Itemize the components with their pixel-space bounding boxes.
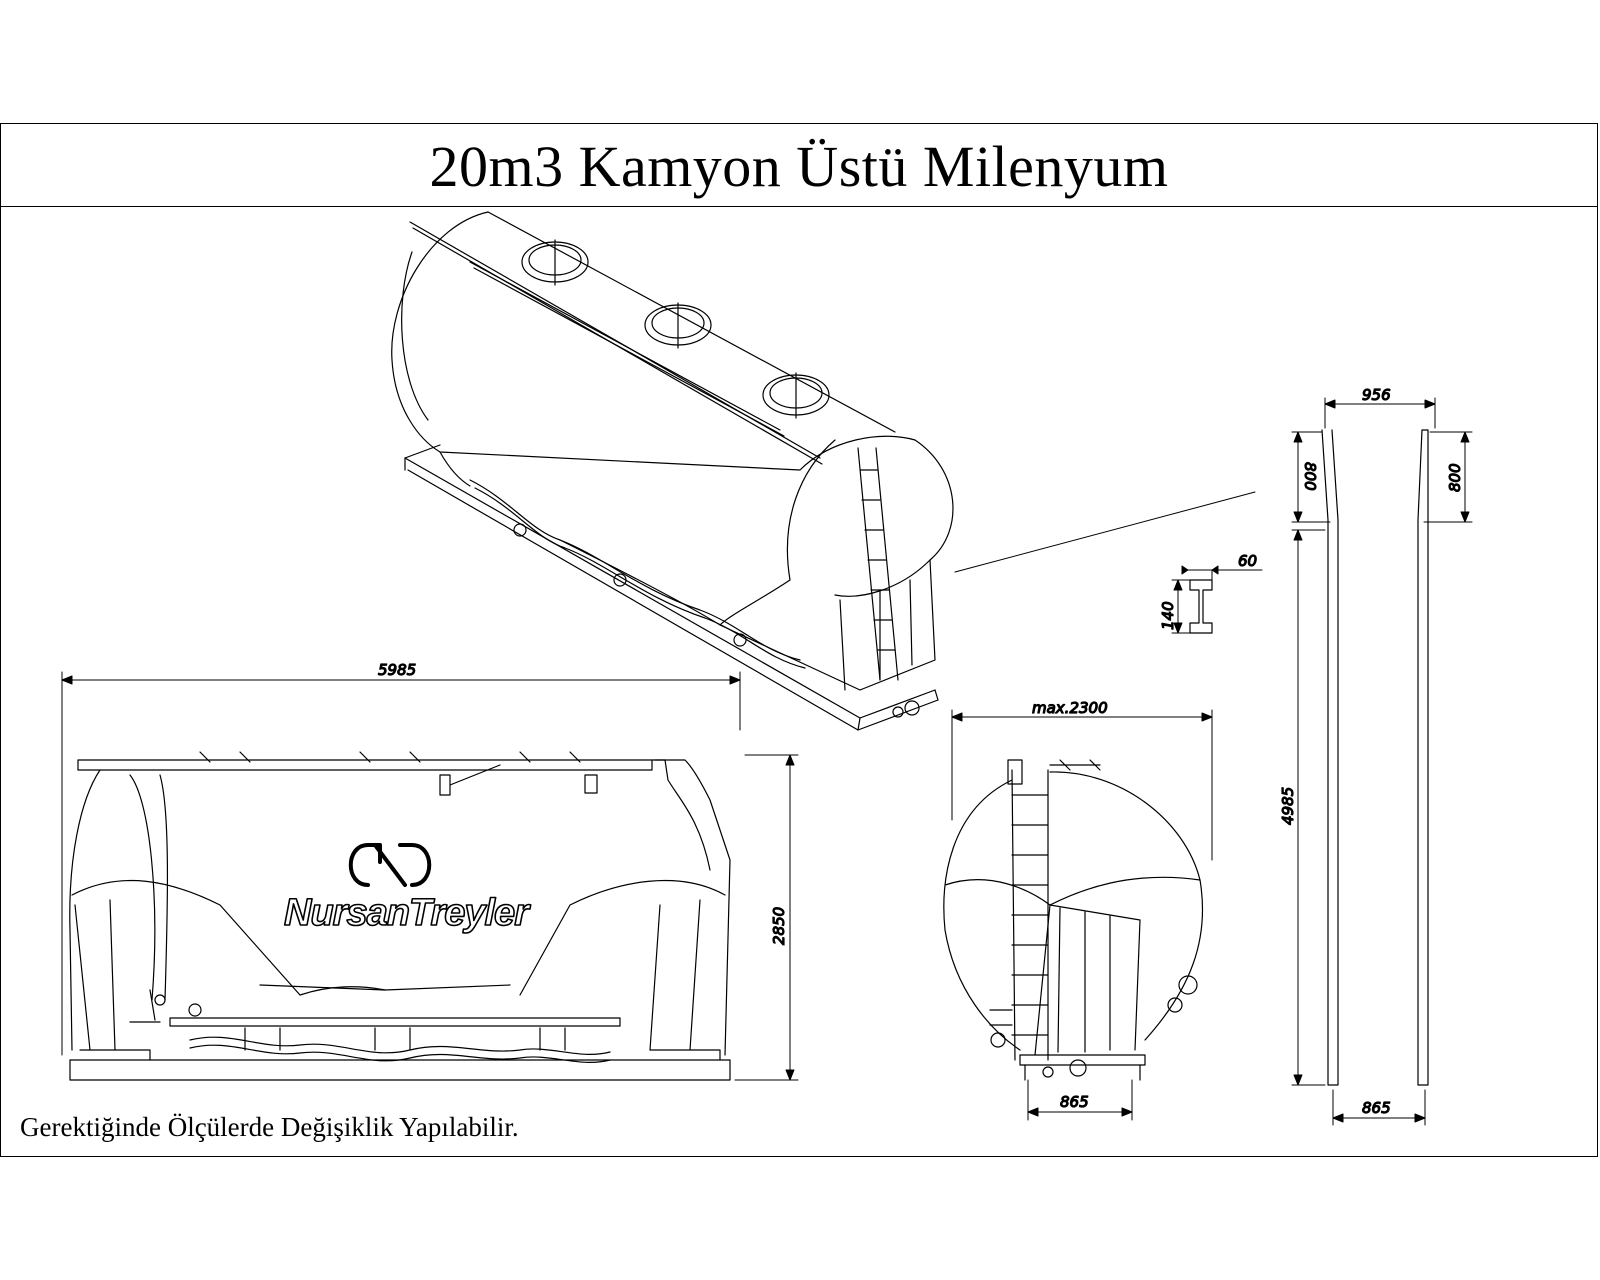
side-dimensions (61, 671, 799, 1081)
isometric-view (391, 211, 954, 731)
beam-top-width-dim: 956 (1362, 386, 1391, 404)
front-dimensions (951, 709, 1213, 1121)
profile-flange-dim: 60 (1238, 552, 1257, 570)
side-view: NursanTreyler (69, 751, 731, 1081)
beam-length-dim: 4985 (1279, 787, 1297, 825)
brand-text: NursanTreyler (284, 892, 531, 934)
profile-height-dim: 140 (1159, 601, 1177, 630)
front-view (943, 759, 1204, 1081)
title-band: 20m3 Kamyon Üstü Milenyum (1, 124, 1597, 207)
side-height-dim: 2850 (770, 907, 788, 945)
profile-section (1171, 565, 1263, 634)
beam-end-right-dim: 800 (1446, 463, 1464, 492)
beam-detail (1291, 397, 1473, 1126)
beam-end-left-dim: 800 (1301, 462, 1319, 491)
front-frame-width-dim: 865 (1060, 1093, 1089, 1111)
beam-bottom-width-dim: 865 (1362, 1099, 1391, 1117)
brand-logo: NursanTreyler (283, 843, 533, 935)
page-title: 20m3 Kamyon Üstü Milenyum (429, 134, 1169, 199)
side-length-dim: 5985 (378, 661, 416, 679)
footnote: Gerektiğinde Ölçülerde Değişiklik Yapıla… (20, 1112, 519, 1142)
drawing-frame: 20m3 Kamyon Üstü Milenyum (0, 123, 1598, 1157)
front-width-dim: max.2300 (1032, 699, 1108, 717)
